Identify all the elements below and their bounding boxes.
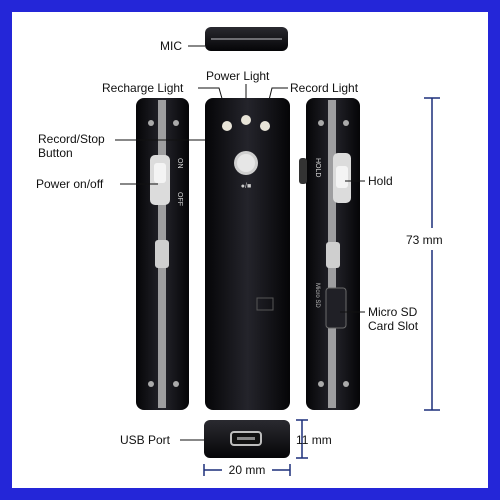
record-button-symbol: ●/■ [241,183,251,190]
front-view: ●/■ [205,98,290,410]
usb-port-label: USB Port [120,433,171,447]
height-label: 73 mm [406,233,443,247]
on-marking: ON [176,158,183,169]
mic-label: MIC [160,39,182,53]
width-label: 20 mm [229,463,266,477]
recharge-light-label: Recharge Light [102,81,184,95]
power-onoff-label: Power on/off [36,177,104,191]
depth-label: 11 mm [296,433,332,447]
micro-sd-label-line2: Card Slot [368,319,419,333]
micro-sd-label-line1: Micro SD [368,305,418,319]
off-marking: OFF [176,192,183,206]
right-side-view: HOLD Micro SD [299,98,360,410]
width-dimension [203,464,291,476]
mic-cap-view [205,27,288,51]
depth-dimension [296,419,308,459]
record-light-label: Record Light [290,81,359,95]
power-light-label: Power Light [206,69,270,83]
record-stop-label-line2: Button [38,146,73,160]
height-dimension [424,97,440,411]
hold-marking: HOLD [314,158,321,177]
record-stop-label-line1: Record/Stop [38,132,105,146]
microsd-marking: Micro SD [314,283,320,308]
usb-end-view [204,420,290,458]
left-side-view: ON OFF [136,98,189,410]
hold-label: Hold [368,174,393,188]
